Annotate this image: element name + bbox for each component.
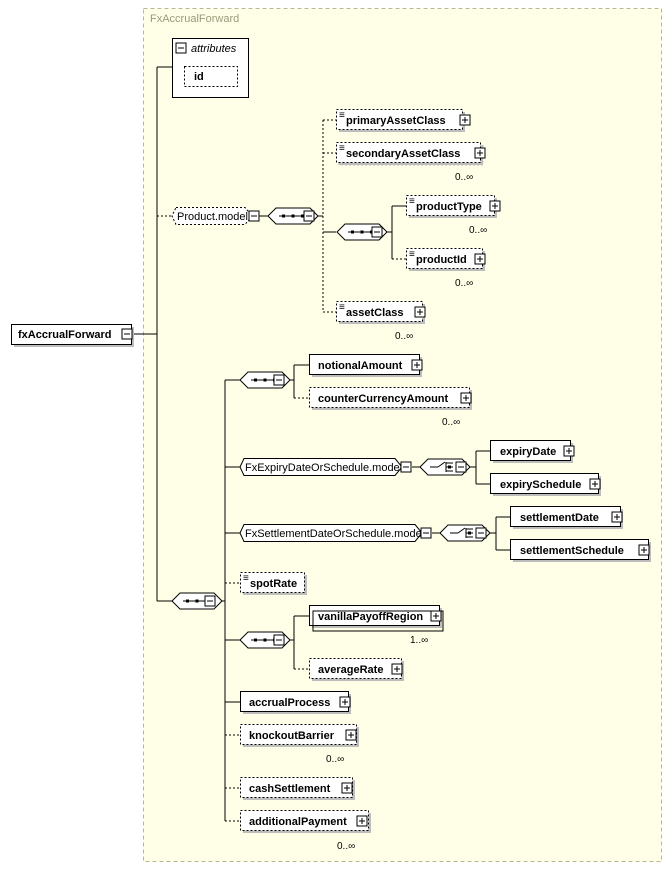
element-knockoutBarrier[interactable]: knockoutBarrier 0..∞: [240, 724, 360, 766]
vanillaPayoffRegion-cardinality: 1..∞: [410, 635, 428, 646]
group-title: FxAccrualForward: [150, 13, 239, 25]
element-primaryAssetClass[interactable]: ≡ primaryAssetClass: [336, 109, 471, 133]
expand-accrualProcess-icon[interactable]: [339, 696, 351, 708]
settlementDate-label: settlementDate: [520, 512, 599, 524]
collapse-fx-settlement-model-icon[interactable]: [420, 527, 432, 539]
notionalAmount-label: notionalAmount: [318, 360, 403, 372]
assetClass-cardinality: 0..∞: [395, 331, 413, 342]
element-settlementDate[interactable]: settlementDate: [510, 506, 624, 530]
expiryDate-label: expiryDate: [500, 446, 556, 458]
svg-text:≡: ≡: [339, 302, 345, 313]
root-label: fxAccrualForward: [18, 329, 112, 341]
svg-text:≡: ≡: [339, 110, 345, 121]
counterCurrencyAmount-label: counterCurrencyAmount: [318, 393, 449, 405]
collapse-sequence-icon[interactable]: [273, 374, 285, 386]
element-productType[interactable]: ≡ productType 0..∞: [406, 195, 501, 237]
productId-label: productId: [416, 254, 467, 266]
svg-text:≡: ≡: [339, 143, 345, 154]
secondaryAssetClass-label: secondaryAssetClass: [346, 148, 460, 160]
element-assetClass[interactable]: ≡ assetClass 0..∞: [336, 301, 426, 343]
collapse-choice-icon[interactable]: [455, 461, 467, 473]
product-model-label: Product.model: [177, 211, 248, 223]
element-averageRate[interactable]: averageRate: [309, 658, 405, 682]
expand-notionalAmount-icon[interactable]: [411, 359, 423, 371]
knockoutBarrier-cardinality: 0..∞: [326, 754, 344, 765]
settlementSchedule-label: settlementSchedule: [520, 545, 624, 557]
collapse-sequence-icon[interactable]: [273, 634, 285, 646]
additionalPayment-cardinality: 0..∞: [337, 841, 355, 852]
collapse-root-icon[interactable]: [121, 328, 133, 340]
expand-settlementDate-icon[interactable]: [611, 511, 623, 523]
productId-cardinality: 0..∞: [455, 278, 473, 289]
element-productId[interactable]: ≡ productId 0..∞: [406, 248, 486, 290]
collapse-product-model-icon[interactable]: [248, 210, 260, 222]
expand-knockoutBarrier-icon[interactable]: [345, 729, 357, 741]
root-element[interactable]: fxAccrualForward: [11, 324, 135, 348]
collapse-sequence-icon[interactable]: [371, 226, 383, 238]
collapse-main-sequence-icon[interactable]: [204, 595, 216, 607]
collapse-sequence-icon[interactable]: [303, 210, 315, 222]
primaryAssetClass-label: primaryAssetClass: [346, 115, 446, 127]
expand-counterCurrencyAmount-icon[interactable]: [460, 392, 472, 404]
svg-text:≡: ≡: [409, 249, 415, 260]
element-notionalAmount[interactable]: notionalAmount: [309, 354, 423, 378]
product-model-group[interactable]: Product.model: [171, 207, 260, 225]
productType-label: productType: [416, 201, 482, 213]
element-expirySchedule[interactable]: expirySchedule: [490, 473, 602, 497]
expand-settlementSchedule-icon[interactable]: [638, 544, 650, 556]
element-secondaryAssetClass[interactable]: ≡ secondaryAssetClass 0..∞: [336, 142, 486, 184]
attributes-group: attributes id: [172, 38, 249, 98]
svg-text:≡: ≡: [243, 573, 249, 584]
averageRate-label: averageRate: [318, 664, 383, 676]
attribute-id-label: id: [194, 71, 204, 83]
element-additionalPayment[interactable]: additionalPayment 0..∞: [240, 810, 372, 853]
expirySchedule-label: expirySchedule: [500, 479, 581, 491]
attributes-label: attributes: [191, 43, 237, 55]
assetClass-label: assetClass: [346, 307, 404, 319]
expand-productType-icon[interactable]: [489, 200, 501, 212]
expand-additionalPayment-icon[interactable]: [356, 815, 368, 827]
fx-settlement-model-group[interactable]: FxSettlementDateOrSchedule.model: [239, 524, 432, 542]
attribute-id[interactable]: [184, 66, 238, 87]
fx-settlement-model-label: FxSettlementDateOrSchedule.model: [245, 528, 424, 540]
expand-vanillaPayoffRegion-icon[interactable]: [430, 610, 442, 622]
svg-text:≡: ≡: [409, 196, 415, 207]
element-accrualProcess[interactable]: accrualProcess: [240, 691, 352, 715]
expand-cashSettlement-icon[interactable]: [341, 782, 353, 794]
element-spotRate[interactable]: ≡ spotRate: [240, 572, 308, 596]
expand-secondaryAssetClass-icon[interactable]: [474, 147, 486, 159]
cashSettlement-label: cashSettlement: [249, 783, 331, 795]
knockoutBarrier-label: knockoutBarrier: [249, 730, 335, 742]
element-settlementSchedule[interactable]: settlementSchedule: [510, 539, 652, 563]
secondaryAssetClass-cardinality: 0..∞: [455, 172, 473, 183]
element-vanillaPayoffRegion[interactable]: vanillaPayoffRegion 1..∞: [309, 605, 444, 647]
collapse-fx-expiry-model-icon[interactable]: [400, 461, 412, 473]
expand-averageRate-icon[interactable]: [391, 663, 403, 675]
collapse-attributes-icon[interactable]: [175, 42, 187, 54]
productType-cardinality: 0..∞: [469, 225, 487, 236]
element-cashSettlement[interactable]: cashSettlement: [240, 777, 356, 801]
expand-assetClass-icon[interactable]: [414, 306, 426, 318]
collapse-choice-icon[interactable]: [475, 527, 487, 539]
spotRate-label: spotRate: [250, 578, 297, 590]
additionalPayment-label: additionalPayment: [249, 816, 347, 828]
vanillaPayoffRegion-label: vanillaPayoffRegion: [318, 611, 423, 623]
element-counterCurrencyAmount[interactable]: counterCurrencyAmount 0..∞: [309, 387, 473, 429]
expand-expirySchedule-icon[interactable]: [589, 478, 601, 490]
group-frame: [143, 8, 662, 862]
counterCurrencyAmount-cardinality: 0..∞: [442, 417, 460, 428]
element-expiryDate[interactable]: expiryDate: [490, 440, 575, 464]
accrualProcess-label: accrualProcess: [249, 697, 330, 709]
expand-primaryAssetClass-icon[interactable]: [459, 114, 471, 126]
expand-expiryDate-icon[interactable]: [563, 445, 575, 457]
fx-expiry-model-label: FxExpiryDateOrSchedule.model: [245, 462, 402, 474]
expand-productId-icon[interactable]: [474, 253, 486, 265]
fx-expiry-model-group[interactable]: FxExpiryDateOrSchedule.model: [239, 458, 412, 476]
